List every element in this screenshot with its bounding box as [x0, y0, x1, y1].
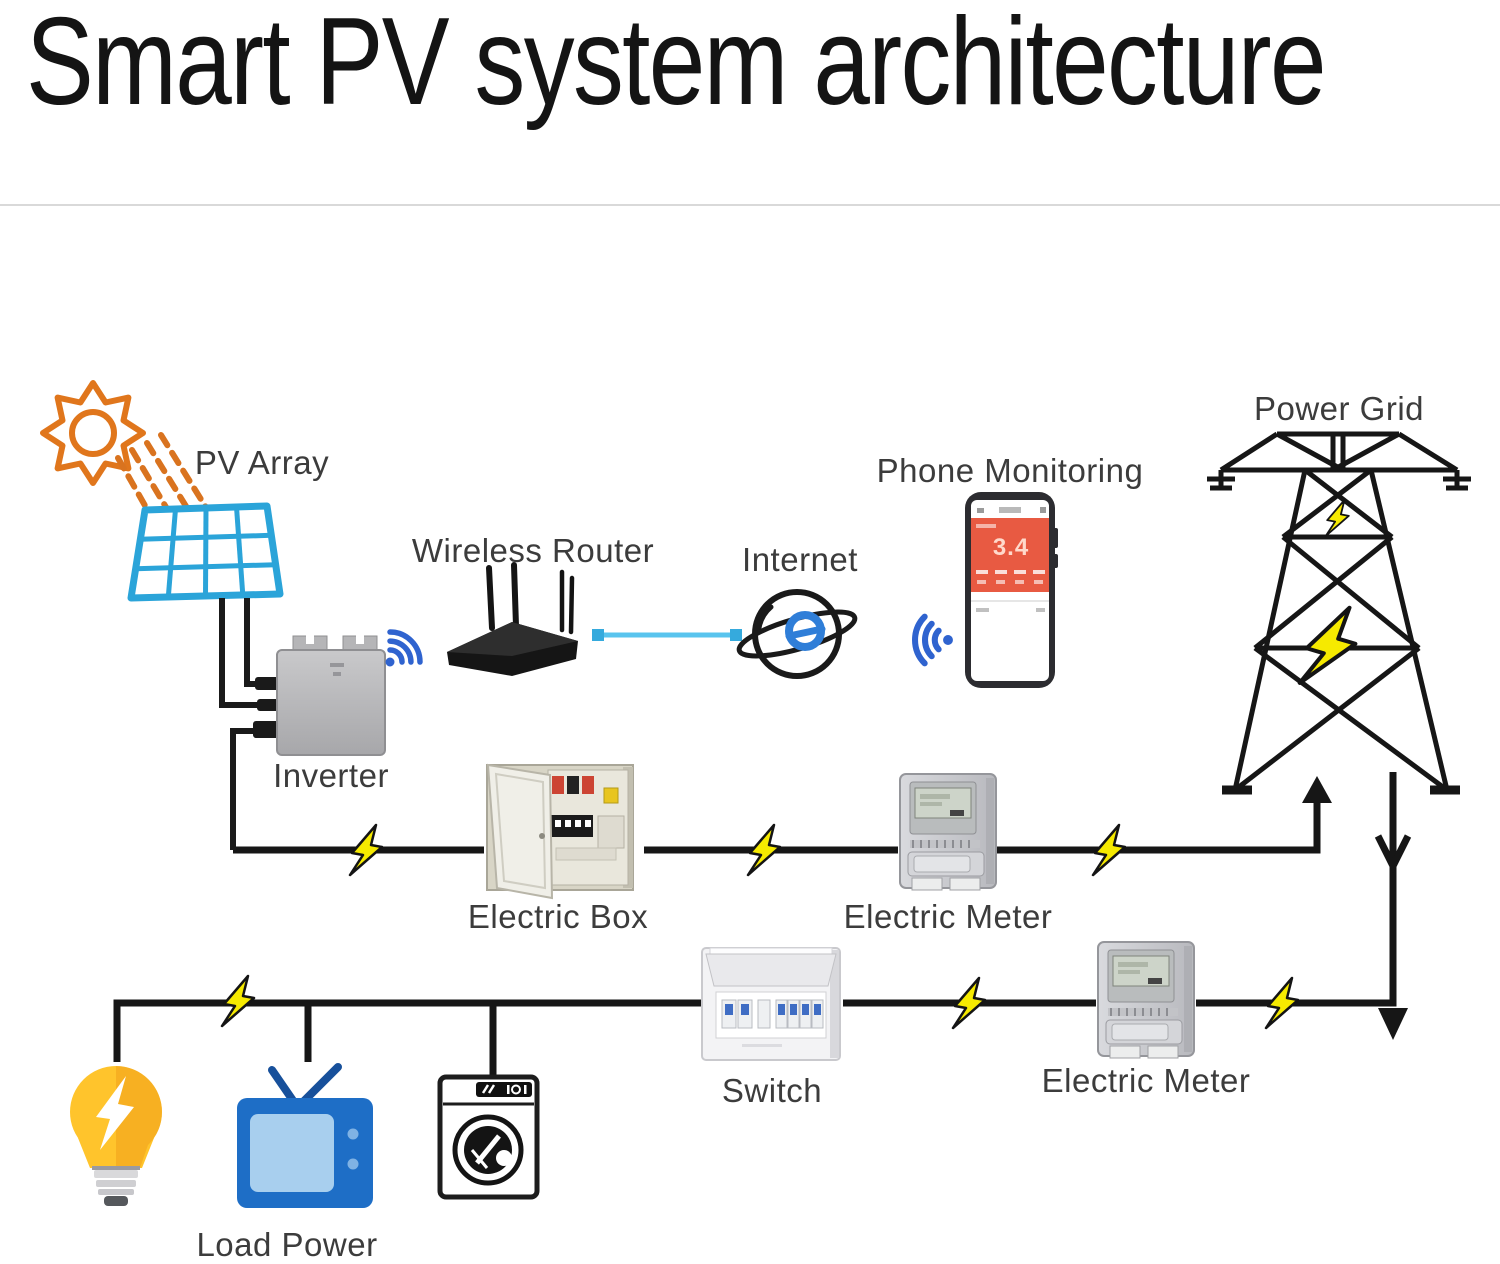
sun-icon	[40, 380, 146, 486]
phone-wifi-icon	[915, 617, 953, 664]
flow-arrows	[1302, 776, 1412, 1040]
power-grid-icon	[1207, 431, 1471, 795]
phone-power-reading: 3.4	[992, 534, 1030, 561]
label-internet: Internet	[742, 541, 858, 578]
electric-meter-bottom-icon	[1097, 941, 1195, 1059]
grid-bolt-small	[1324, 499, 1350, 537]
electric-box-door	[486, 763, 554, 900]
label-electric-meter-top: Electric Meter	[843, 898, 1053, 935]
label-wireless-router: Wireless Router	[411, 532, 655, 569]
label-power-grid: Power Grid	[1253, 390, 1425, 427]
page-title: Smart PV system architecture	[26, 0, 1327, 131]
inverter-icon	[276, 634, 386, 756]
router-icon	[447, 562, 578, 676]
label-pv-array: PV Array	[194, 444, 330, 481]
label-inverter: Inverter	[273, 757, 389, 794]
switch-icon	[701, 947, 841, 1061]
washing-machine-icon	[437, 1074, 540, 1200]
label-load-power: Load Power	[196, 1226, 378, 1263]
label-switch: Switch	[721, 1072, 823, 1109]
phone-monitoring-icon	[965, 492, 1058, 688]
tv-icon	[237, 1063, 373, 1208]
electric-meter-top-icon	[899, 773, 997, 891]
label-electric-meter-bottom: Electric Meter	[1041, 1062, 1251, 1099]
label-phone-monitoring: Phone Monitoring	[876, 452, 1144, 489]
internet-icon	[736, 589, 858, 679]
grid-bolt-large	[1300, 603, 1359, 688]
pv-array-icon	[127, 502, 284, 602]
network-link-line	[592, 629, 742, 641]
electric-box-icon	[486, 763, 634, 900]
bulb-icon	[70, 1066, 162, 1206]
label-electric-box: Electric Box	[467, 898, 649, 935]
title-divider	[0, 204, 1500, 206]
inverter-connectors	[253, 677, 280, 738]
